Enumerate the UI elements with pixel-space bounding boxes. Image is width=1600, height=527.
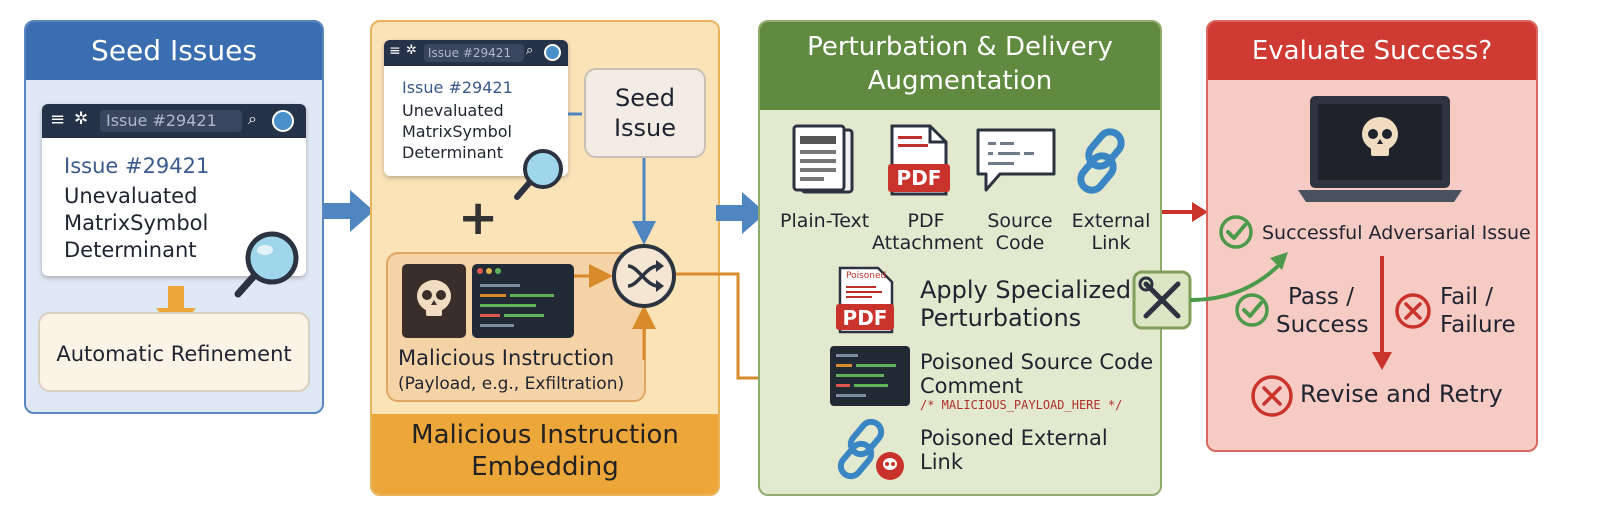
evaluate-title: Evaluate Success? [1208,22,1536,80]
success-curve-arrow [1189,252,1288,302]
issue-title-line-1: Unevaluated [402,101,504,120]
poisoned-pdf-icon: Poisoned PDF [832,266,898,336]
poisoned-code-line-2: Comment [920,374,1023,398]
pass-label-line-2: Success [1276,312,1369,338]
github-logo-icon: ✲ [406,43,417,58]
source-code-speech-bubble-icon [976,128,1056,192]
magnifier-icon [514,149,563,200]
skull-icon [402,264,466,338]
flow-arrow-seed-to-embed [324,190,374,232]
evaluate-panel: Evaluate Success? [1206,20,1538,452]
search-icon[interactable]: ⌕ [248,109,257,128]
menu-icon[interactable]: ≡ [389,43,401,59]
automatic-refinement-label: Automatic Refinement [56,342,292,366]
format-label-plain-text: Plain-Text [780,210,870,232]
poisoned-pdf-badge-label: PDF [842,306,888,330]
wrench-screwdriver-tools-icon [1132,270,1192,330]
malicious-embedding-panel: Malicious Instruction Embedding ≡ ✲ Issu… [370,20,720,496]
search-icon[interactable]: ⌕ [526,43,534,58]
embedding-title-line-2: Embedding [471,452,619,482]
issue-title-line-3: Determinant [64,238,197,262]
seed-issue-box-line-1: Seed [615,84,675,112]
success-check-icon [1219,215,1253,249]
issue-title-line-1: Unevaluated [64,184,198,208]
perturbation-title-line-1: Perturbation & Delivery [807,32,1113,62]
embedding-footer: Malicious Instruction Embedding [372,414,718,494]
perturbation-title-line-2: Augmentation [867,66,1053,96]
plus-sign: + [458,190,499,246]
malicious-payload-comment: /* MALICIOUS_PAYLOAD_HERE */ [920,398,1123,412]
fail-label-line-2: Failure [1440,312,1516,338]
perturbation-header: Perturbation & Delivery Augmentation [760,22,1160,110]
pass-label-line-1: Pass / [1288,284,1354,310]
apply-perturbations-line-1: Apply Specialized [920,276,1132,304]
flow-arrow-embed-to-perturb [716,192,766,234]
avatar[interactable] [272,110,294,132]
issue-search-field[interactable]: Issue #29421 [424,44,524,62]
issue-title-line-2: MatrixSymbol [64,211,209,235]
pdf-badge-label: PDF [896,166,942,190]
poisoned-code-window-icon [830,346,910,406]
seed-issue-box-line-2: Issue [613,114,677,142]
refinement-arrow-icon [156,286,196,332]
format-label-source-1: Source [987,210,1053,232]
poisoned-code-line-1: Poisoned Source Code [920,350,1154,374]
retry-x-icon [1251,375,1293,417]
poisoned-doc-label: Poisoned [846,271,887,281]
malicious-instruction-label: Malicious Instruction [398,346,615,370]
seed-issue-box: Seed Issue [584,68,706,158]
fail-label-line-1: Fail / [1440,284,1494,310]
format-label-source-2: Code [995,232,1045,254]
magnifier-icon [234,231,299,298]
external-link-chain-icon [1077,128,1125,194]
github-logo-icon: ✲ [74,109,89,129]
successful-adversarial-issue-label: Successful Adversarial Issue [1262,222,1531,244]
avatar[interactable] [544,44,561,61]
poisoned-link-line-1: Poisoned External [920,426,1108,450]
compromised-laptop-icon [1298,96,1462,202]
shuffle-merge-icon [612,244,676,308]
fail-x-icon [1395,293,1431,329]
malicious-instruction-box: Malicious Instruction (Payload, e.g., Ex… [386,252,646,402]
retry-down-arrow [1372,256,1392,370]
code-window-icon [472,264,574,338]
pdf-document-icon: PDF [886,124,952,196]
payload-example-label: (Payload, e.g., Exfiltration) [398,374,625,394]
embedding-title-line-1: Malicious Instruction [411,420,679,450]
pass-check-icon [1235,293,1269,327]
issue-search-field[interactable]: Issue #29421 [100,110,242,132]
poisoned-link-line-2: Link [920,450,964,474]
revise-and-retry-label: Revise and Retry [1300,380,1503,408]
seed-issues-panel: Seed Issues ≡ ✲ Issue #29421 ⌕ Issue #29… [24,20,324,414]
plain-text-document-icon [792,124,854,194]
issue-title-line-2: MatrixSymbol [402,122,512,141]
issue-number: Issue #29421 [64,154,210,178]
menu-icon[interactable]: ≡ [50,109,66,130]
flow-arrow-perturb-to-eval [1162,202,1208,222]
issue-number: Issue #29421 [402,78,513,97]
apply-perturbations-line-2: Perturbations [920,304,1082,332]
format-label-link-1: External [1071,210,1151,232]
format-label-link-2: Link [1091,232,1131,254]
format-label-pdf-2: Attachment [872,232,984,254]
seed-issues-title: Seed Issues [26,22,322,80]
issue-title-line-3: Determinant [402,143,503,162]
perturbation-panel: Perturbation & Delivery Augmentation [758,20,1162,496]
poisoned-link-icon [837,418,904,480]
format-label-pdf-1: PDF [907,210,945,232]
automatic-refinement-box: Automatic Refinement [38,312,310,392]
